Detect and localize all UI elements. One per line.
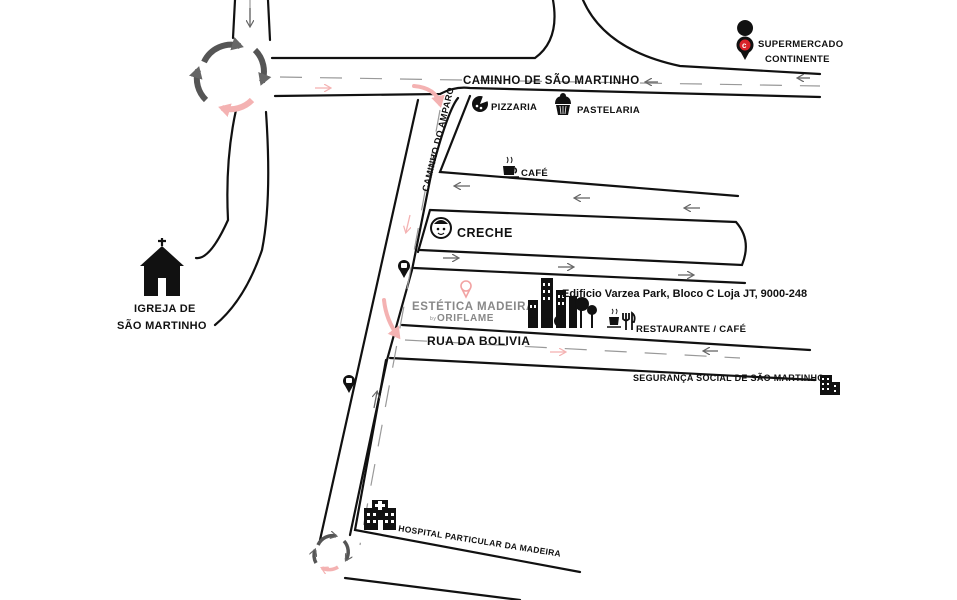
road-south-west [213, 110, 270, 327]
label-creche: CRECHE [457, 226, 513, 240]
label-seguranca-social: SEGURANÇA SOCIAL DE SÃO MARTINHO [633, 373, 825, 383]
baby-face-icon [430, 217, 452, 239]
road-north-right [266, 0, 272, 42]
road-bolivia-north-edge [400, 323, 812, 352]
road-block-edge-cafe [438, 94, 740, 198]
road-bolivia-south-edge [388, 356, 817, 382]
address-label: Edificio Varzea Park, Bloco C Loja JT, 9… [562, 288, 807, 300]
road-west-to-church [194, 108, 238, 260]
bus-stop-pin-icon [343, 375, 355, 393]
road-caminho-north-edge [270, 0, 556, 60]
turn-arrow-bolivia [382, 298, 401, 340]
label-igreja-line1: IGREJA DE [134, 303, 196, 315]
street-label-caminho-sao-martinho: CAMINHO DE SÃO MARTINHO [463, 74, 640, 87]
street-label-rua-bolivia: RUA DA BOLIVIA [427, 334, 530, 348]
brand-by: by [430, 316, 436, 322]
map-pin-icon [398, 260, 410, 278]
road-creche-loop-west [416, 208, 432, 254]
direction-arrows [250, 8, 810, 409]
label-pastelaria: PASTELARIA [577, 105, 640, 116]
pink-arrows [315, 88, 565, 352]
label-restaurante: RESTAURANTE / CAFÉ [636, 324, 746, 335]
road-north-left [231, 0, 237, 40]
arrow-amparo-north [374, 392, 377, 409]
dash-bolivia [404, 339, 741, 359]
pizza-icon [472, 96, 488, 112]
road-caminho-south-edge [273, 86, 822, 99]
dash-caminho [279, 76, 821, 87]
hospital-icon [364, 500, 396, 530]
turn-arrows [382, 84, 445, 340]
label-pizzaria: PIZZARIA [491, 102, 537, 113]
label-supermercado-line2: CONTINENTE [765, 54, 830, 65]
roundabout-icon [189, 36, 272, 117]
road-hospital-edge [353, 358, 582, 574]
buildings-icon [528, 278, 597, 328]
cutlery-icon [622, 311, 636, 330]
coffee-cup-icon [500, 156, 519, 178]
roads [194, 0, 822, 600]
svg-text:c: c [742, 41, 747, 50]
coffee-cup-icon-restaurant [607, 308, 621, 328]
turn-arrow-amparo [412, 84, 445, 108]
road-amparo-east-edge [348, 96, 460, 537]
arrow-amparo-south-pink [406, 214, 410, 232]
road-amparo-west-edge [318, 98, 420, 542]
label-supermercado-line1: SUPERMERCADO [758, 39, 843, 50]
brand-partner: ORIFLAME [437, 313, 494, 324]
label-cafe: CAFÉ [521, 168, 548, 179]
label-igreja-line2: SÃO MARTINHO [117, 319, 207, 332]
road-caminho-north-edge-east [581, 0, 822, 76]
church-icon [140, 238, 184, 296]
road-south-edge [343, 576, 522, 600]
road-creche-loop [418, 208, 747, 267]
cupcake-icon [555, 93, 571, 115]
brand-pin-icon [460, 280, 472, 299]
supermarket-pin-icon: c [736, 20, 754, 60]
roundabout-small-icon [314, 536, 348, 570]
road-block-north [412, 266, 747, 285]
office-building-icon [820, 375, 840, 395]
brand-name: ESTÉTICA MADEIRA [412, 300, 535, 313]
